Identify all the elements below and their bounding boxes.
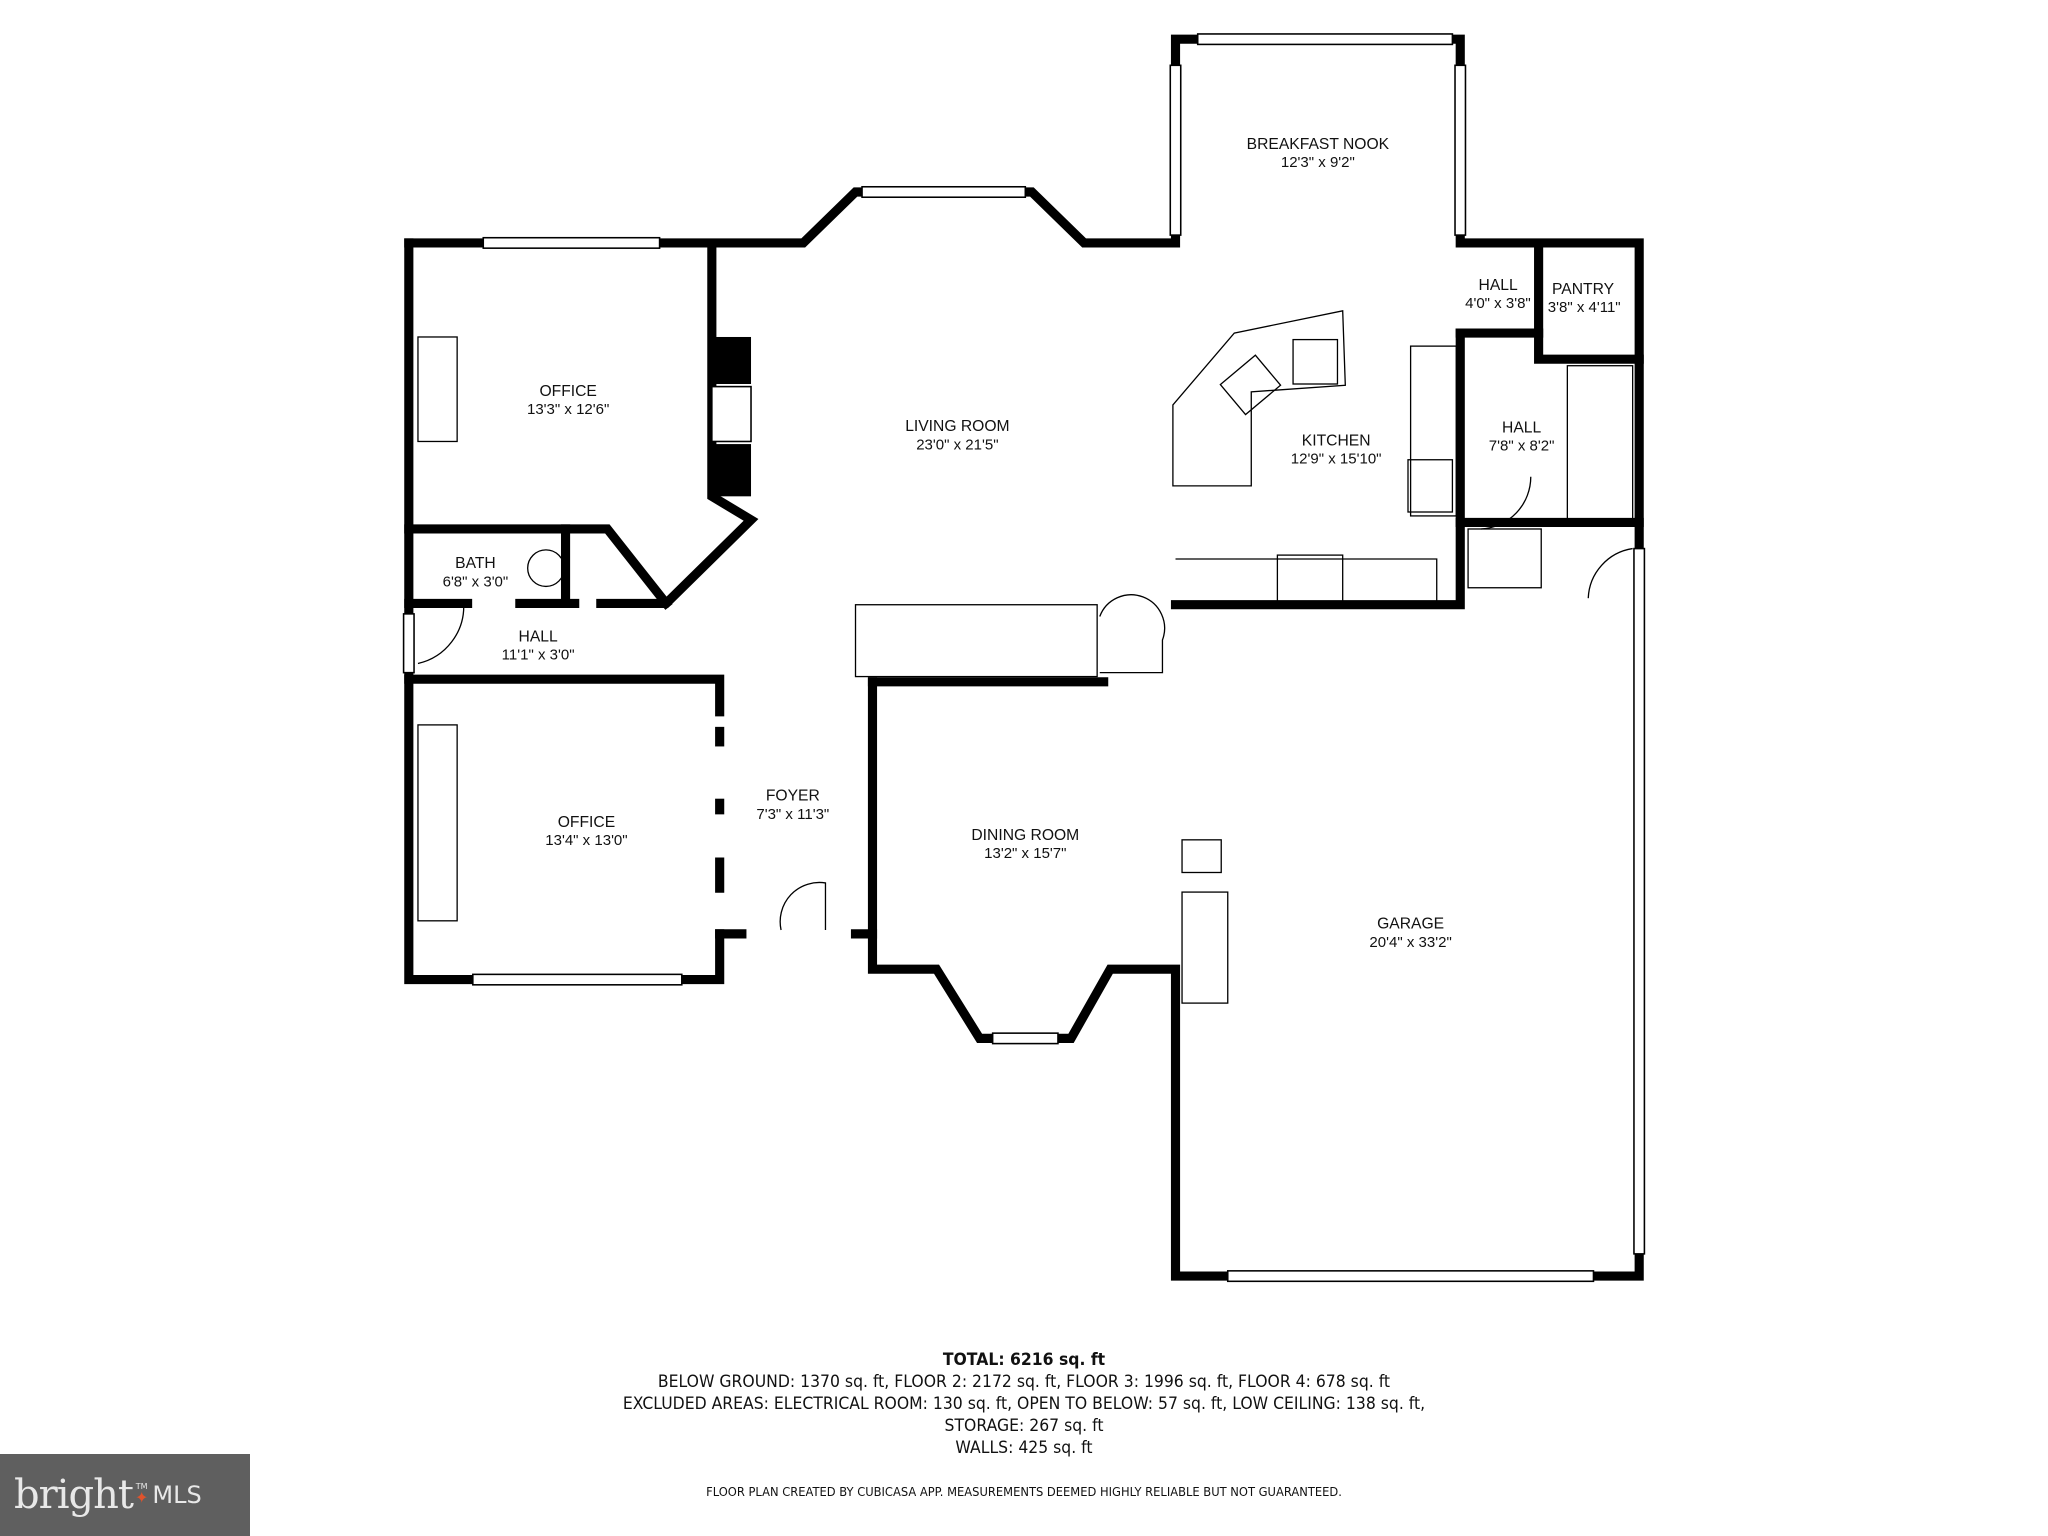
logo-tm: TM — [135, 1482, 148, 1491]
windows — [402, 33, 1646, 1283]
room-labels: BREAKFAST NOOK 12'3" x 9'2" OFFICE 13'3"… — [443, 136, 1621, 951]
hall-small-dims: 4'0" x 3'8" — [1465, 295, 1531, 312]
floor-areas: BELOW GROUND: 1370 sq. ft, FLOOR 2: 2172… — [657, 1372, 1391, 1392]
office-2-label: OFFICE — [558, 814, 615, 831]
breakfast-nook-label: BREAKFAST NOOK — [1247, 136, 1390, 153]
kitchen-label: KITCHEN — [1302, 432, 1371, 449]
excluded-areas: EXCLUDED AREAS: ELECTRICAL ROOM: 130 sq.… — [622, 1394, 1426, 1414]
office-1-label: OFFICE — [539, 383, 596, 400]
foyer-label: FOYER — [766, 788, 820, 805]
disclaimer: FLOOR PLAN CREATED BY CUBICASA APP. MEAS… — [706, 1484, 1342, 1499]
bright-mls-logo: bright TM ✦ MLS — [0, 1454, 250, 1536]
office-2-dims: 13'4" x 13'0" — [545, 832, 627, 849]
foyer-dims: 7'3" x 11'3" — [756, 806, 829, 823]
bath-label: BATH — [455, 555, 496, 572]
pantry-dims: 3'8" x 4'11" — [1548, 299, 1621, 316]
garage-dims: 20'4" x 33'2" — [1369, 934, 1451, 951]
logo-text: bright — [14, 1472, 134, 1518]
logo-suffix: MLS — [152, 1481, 202, 1509]
office-1-dims: 13'3" x 12'6" — [527, 401, 609, 418]
excluded-areas-cont: STORAGE: 267 sq. ft — [944, 1416, 1104, 1436]
dining-room-label: DINING ROOM — [971, 827, 1079, 844]
hall-left-dims: 11'1" x 3'0" — [502, 647, 575, 664]
pantry-label: PANTRY — [1552, 281, 1615, 298]
total-area: TOTAL: 6216 sq. ft — [942, 1350, 1106, 1370]
area-summary: TOTAL: 6216 sq. ft BELOW GROUND: 1370 sq… — [0, 1349, 2048, 1459]
walls — [404, 34, 1644, 1281]
hall-left-label: HALL — [519, 628, 558, 645]
hall-small-label: HALL — [1479, 277, 1518, 294]
garage-label: GARAGE — [1377, 916, 1444, 933]
fixtures — [417, 310, 1634, 1004]
living-room-label: LIVING ROOM — [905, 418, 1009, 435]
logo-mark: TM ✦ — [135, 1483, 148, 1507]
dining-room-dims: 13'2" x 15'7" — [984, 845, 1066, 862]
kitchen-dims: 12'9" x 15'10" — [1291, 451, 1382, 468]
hall-right-label: HALL — [1502, 419, 1541, 436]
walls-area: WALLS: 425 sq. ft — [955, 1438, 1093, 1458]
logo-star-icon: ✦ — [134, 1490, 149, 1507]
bath-dims: 6'8" x 3'0" — [443, 573, 509, 590]
breakfast-nook-dims: 12'3" x 9'2" — [1281, 154, 1355, 171]
living-room-dims: 23'0" x 21'5" — [916, 436, 998, 453]
hall-right-dims: 7'8" x 8'2" — [1489, 438, 1555, 455]
